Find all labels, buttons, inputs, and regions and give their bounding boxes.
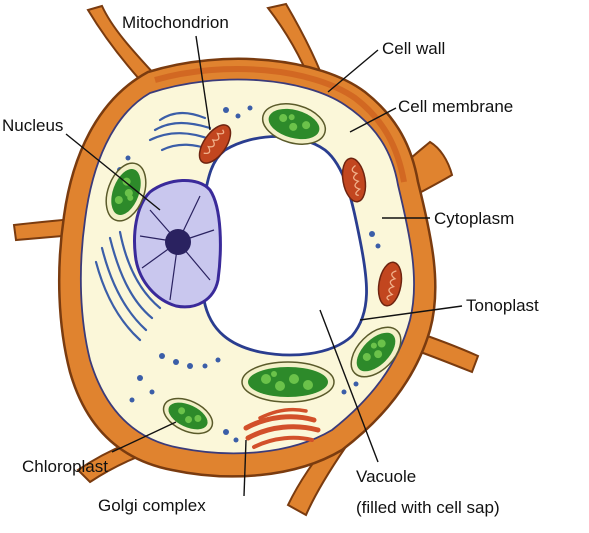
er-strand (108, 236, 154, 320)
vesicle (125, 155, 131, 161)
vesicle (233, 437, 239, 443)
leader-nucleus (65, 133, 161, 211)
er-strand (153, 121, 212, 132)
mitochondria (198, 124, 403, 307)
label-vacuole: Vacuole (356, 467, 416, 486)
label-cell-wall: Cell wall (382, 39, 445, 58)
vesicle (149, 389, 155, 395)
vesicle (223, 107, 229, 113)
vesicle (247, 105, 253, 111)
vesicle (137, 375, 143, 381)
label-mitochondrion: Mitochondrion (122, 13, 229, 32)
vesicle (215, 357, 221, 363)
nucleus (133, 178, 222, 309)
middle-lamella (154, 66, 407, 183)
vesicle (173, 359, 179, 365)
leader-cell-wall (327, 49, 379, 93)
vesicle (202, 363, 208, 369)
leader-chloroplast (111, 421, 177, 453)
label-nucleus: Nucleus (2, 116, 63, 135)
chloroplast-top (261, 103, 327, 145)
vesicle (129, 397, 135, 403)
leader-vacuole (319, 309, 379, 463)
leader-lines (65, 35, 463, 497)
chloroplast-lower-left (162, 397, 214, 435)
vesicles (117, 105, 381, 443)
nucleolus (165, 229, 191, 255)
er-strand (158, 111, 207, 122)
leader-tonoplast (359, 305, 463, 321)
vesicle (223, 429, 229, 435)
leader-golgi-complex (243, 439, 247, 497)
chloroplast-right (350, 326, 402, 378)
golgi-complex (243, 407, 321, 449)
label-cell-membrane: Cell membrane (398, 97, 513, 116)
chloroplast-bottom (241, 361, 335, 403)
mitochondrion-right-lower (377, 261, 403, 307)
er-strand (94, 260, 142, 342)
vesicle (341, 389, 347, 395)
vesicle (353, 381, 359, 387)
label-golgi-complex: Golgi complex (98, 496, 206, 515)
vesicle (375, 243, 381, 249)
vesicle (235, 113, 241, 119)
vesicle (369, 231, 375, 237)
leader-cell-membrane (349, 107, 397, 133)
label-tonoplast: Tonoplast (466, 296, 539, 315)
vesicle (159, 353, 165, 359)
chloroplast-left (105, 162, 147, 222)
label-chloroplast: Chloroplast (22, 457, 108, 476)
label-vacuole-note: (filled with cell sap) (356, 498, 500, 517)
mitochondrion-right-upper (341, 157, 367, 203)
chloroplasts (105, 103, 402, 435)
vesicle (187, 363, 193, 369)
er-strand (118, 230, 162, 310)
label-cytoplasm: Cytoplasm (434, 209, 514, 228)
er-strand (100, 246, 148, 332)
leader-mitochondrion (195, 35, 211, 131)
labels: Mitochondrion Cell wall Cell membrane Nu… (2, 13, 539, 517)
